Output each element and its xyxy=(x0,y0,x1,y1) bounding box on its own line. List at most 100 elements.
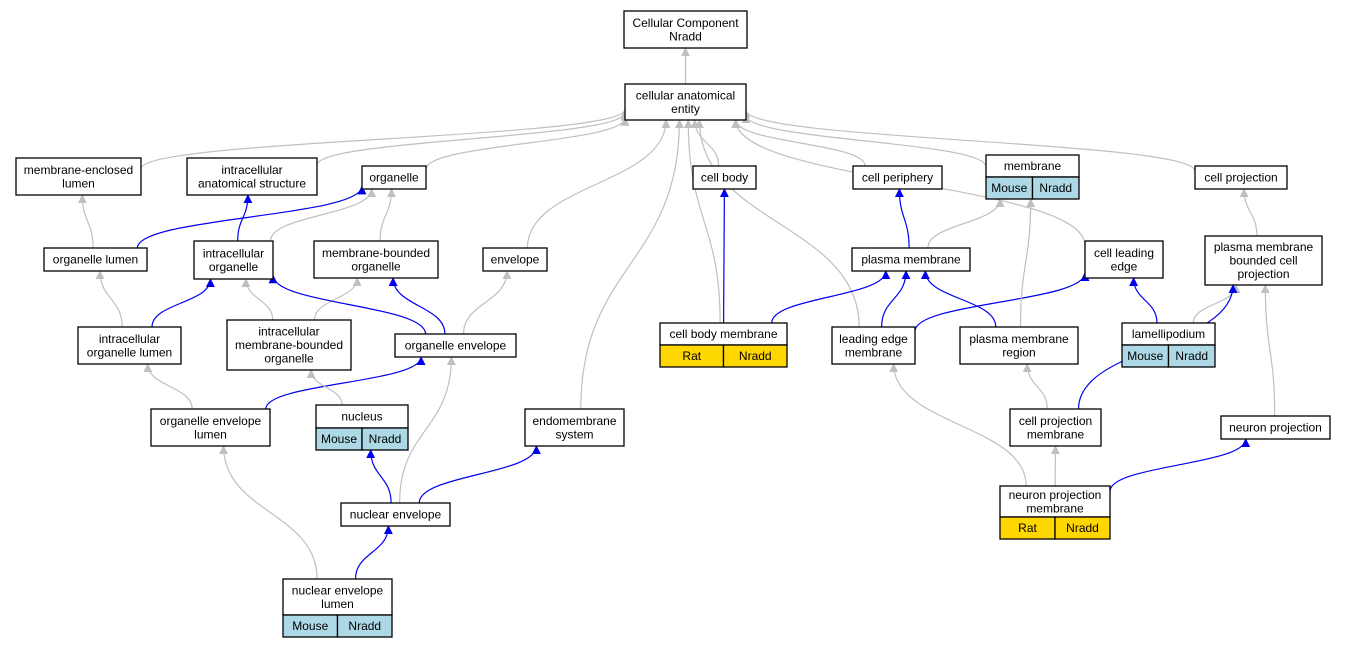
edge-cbm-to-cb-part-of xyxy=(719,188,729,324)
badge-nradd: Nradd xyxy=(361,427,409,451)
node-label: organelle envelope xyxy=(160,414,262,428)
node-label: intracellular xyxy=(99,332,160,346)
node-org[interactable]: organelle xyxy=(361,165,427,190)
node-label: membrane xyxy=(845,345,903,359)
edge-mel-to-cae-is-a xyxy=(140,108,630,170)
badge-fill xyxy=(1167,344,1216,368)
edge-oel-to-iol-is-a xyxy=(143,363,193,410)
node-box xyxy=(313,240,439,279)
edge-org-to-cae-is-a xyxy=(425,116,630,170)
node-label: organelle xyxy=(264,352,314,366)
badge-label: Nradd xyxy=(739,349,772,363)
badge-mouse: Mouse xyxy=(315,427,363,451)
node-box xyxy=(831,326,916,365)
badge-nradd: Nradd xyxy=(1167,344,1216,368)
edge-np-to-pmbcp-is-a xyxy=(1260,284,1276,417)
edge-imbo-to-mbo-is-a xyxy=(313,277,362,321)
edge-ne-to-oe-is-a xyxy=(399,356,456,504)
node-cproj[interactable]: cell projection xyxy=(1194,165,1288,190)
badge-label: Rat xyxy=(682,349,701,363)
badge-mouse: Mouse xyxy=(282,614,339,638)
edge-ne-to-ems-part-of xyxy=(418,445,541,504)
node-label: membrane-enclosed xyxy=(24,163,133,177)
node-label: leading edge xyxy=(839,332,908,346)
node-label: entity xyxy=(671,102,700,116)
badge-label: Nradd xyxy=(1039,181,1072,195)
node-box xyxy=(394,333,517,358)
node-label: membrane xyxy=(1026,501,1084,515)
node-cp[interactable]: cell periphery xyxy=(852,165,943,190)
badge-mouse: Mouse xyxy=(1121,344,1170,368)
node-label: cell body membrane xyxy=(669,327,777,341)
node-env[interactable]: envelope xyxy=(482,247,548,272)
node-box xyxy=(959,326,1079,365)
badge-fill xyxy=(1031,176,1080,200)
node-box xyxy=(340,502,451,527)
node-box xyxy=(1009,408,1102,447)
node-box xyxy=(226,319,352,371)
node-box xyxy=(851,247,971,272)
badge-rat: Rat xyxy=(999,516,1056,540)
node-label: region xyxy=(1002,345,1035,359)
node-box xyxy=(1084,240,1164,279)
badge-label: Nradd xyxy=(348,619,381,633)
edge-oel-to-oe-part-of xyxy=(265,356,426,410)
edge-ol-to-mel-is-a xyxy=(77,194,94,249)
badge-nradd: Nradd xyxy=(1031,176,1080,200)
node-ol[interactable]: organelle lumen xyxy=(43,247,148,272)
node-pm[interactable]: plasma membrane xyxy=(851,247,971,272)
node-box xyxy=(1220,415,1331,440)
node-ne[interactable]: nuclear envelope xyxy=(340,502,451,527)
node-label: nuclear envelope xyxy=(350,508,442,522)
badge-mouse: Mouse xyxy=(985,176,1034,200)
node-label: bounded cell xyxy=(1229,254,1297,268)
node-oe[interactable]: organelle envelope xyxy=(394,333,517,358)
edge-io-to-org-is-a xyxy=(269,188,377,242)
node-label: plasma membrane xyxy=(969,332,1069,346)
badge-nradd: Nradd xyxy=(336,614,393,638)
badge-nradd: Nradd xyxy=(722,344,788,368)
node-label: nuclear envelope xyxy=(292,583,384,597)
badge-label: Nradd xyxy=(1175,349,1208,363)
edge-lem-to-cae-is-a xyxy=(694,119,860,328)
node-label: cell periphery xyxy=(862,171,933,185)
node-label: organelle envelope xyxy=(405,339,507,353)
edge-oe-to-io-part-of xyxy=(268,274,427,335)
edge-ias-to-cae-is-a xyxy=(316,111,630,166)
node-cb[interactable]: cell body xyxy=(692,165,757,190)
edge-env-to-cae-is-a xyxy=(526,119,671,249)
badge-label: Mouse xyxy=(1127,349,1163,363)
badge-label: Nradd xyxy=(1066,521,1099,535)
edge-cb-to-cae-is-a xyxy=(690,119,720,167)
edge-nel-to-oel-is-a xyxy=(219,445,318,580)
edge-iol-to-ol-is-a xyxy=(95,270,123,328)
badge-nradd: Nradd xyxy=(1054,516,1111,540)
node-np[interactable]: neuron projection xyxy=(1220,415,1331,440)
edge-pm-to-cp-part-of xyxy=(894,188,910,249)
node-label: cell projection xyxy=(1019,414,1092,428)
node-box xyxy=(624,83,747,121)
node-box xyxy=(150,408,271,447)
